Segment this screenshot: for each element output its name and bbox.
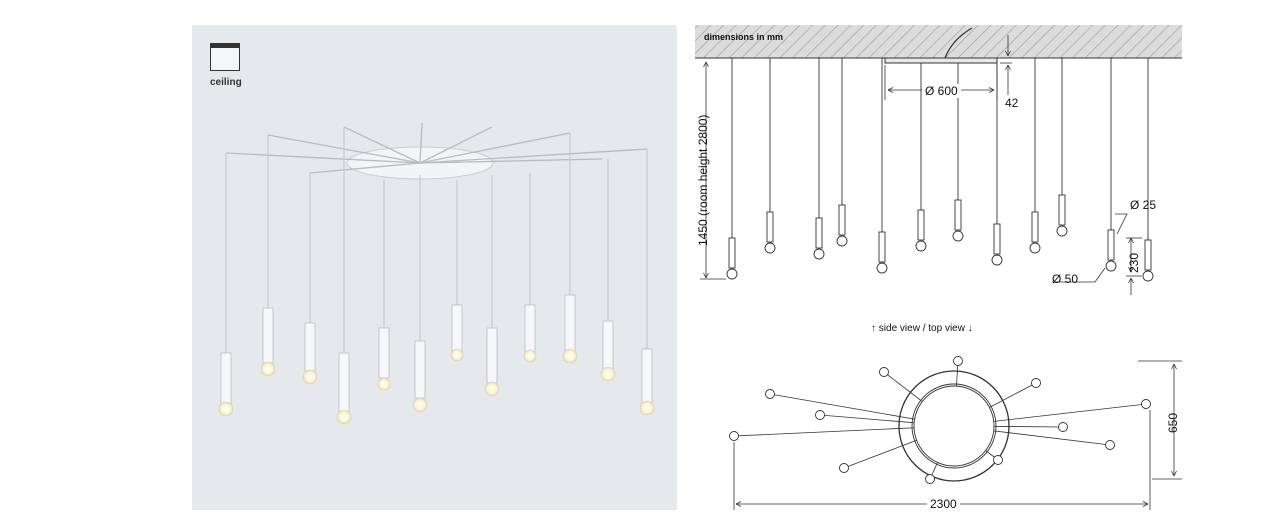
canopy-diameter-label: Ø 600 bbox=[922, 84, 961, 98]
top-view-label: top view bbox=[928, 323, 965, 334]
dimensions-note: dimensions in mm bbox=[704, 32, 784, 42]
arrow-up-icon: ↑ bbox=[871, 323, 876, 334]
luminaire-render bbox=[218, 122, 655, 425]
arrow-down-icon: ↓ bbox=[967, 323, 973, 334]
ceiling-label: ceiling bbox=[210, 77, 242, 88]
canopy-height-label: 42 bbox=[1005, 96, 1019, 110]
top-depth-label: 650 bbox=[1166, 412, 1180, 433]
top-width-label: 2300 bbox=[927, 497, 960, 511]
dimension-drawing bbox=[695, 25, 1182, 510]
view-switch: ↑ side view / top view ↓ bbox=[871, 323, 973, 334]
suspension-length-label: 1450 (room height 2800) bbox=[696, 114, 710, 246]
tube-length-label: 230 bbox=[1127, 252, 1141, 273]
product-photo: ceiling bbox=[192, 25, 677, 510]
technical-drawing: dimensions in mm Ø 600 42 1450 (room hei… bbox=[690, 20, 1190, 525]
globe-diameter-label: Ø 50 bbox=[1052, 272, 1079, 286]
side-view-label: side view bbox=[878, 323, 920, 334]
view-separator: / bbox=[922, 323, 926, 334]
tube-diameter-label: Ø 25 bbox=[1130, 198, 1157, 212]
ceiling-mount-icon bbox=[210, 43, 240, 71]
